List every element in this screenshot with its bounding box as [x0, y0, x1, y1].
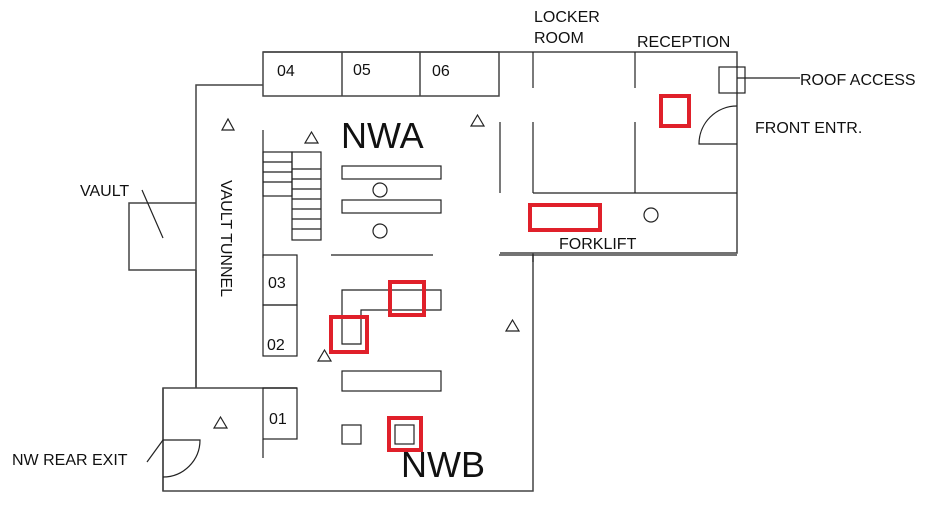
triangle-markers	[212, 113, 521, 429]
reception-label: RECEPTION	[637, 34, 730, 51]
zone-nwb-label: NWB	[401, 444, 485, 485]
rear-exit-label: NW REAR EXIT	[12, 452, 128, 469]
highlights	[329, 94, 691, 452]
labels: 04 05 06 03 02 01 NWA NWB LOCKER ROOM RE…	[12, 9, 916, 485]
roof-access-hatch	[718, 66, 746, 94]
vault-tunnel-label: VAULT TUNNEL	[217, 180, 234, 297]
zone-nwa-label: NWA	[341, 115, 424, 156]
front-entrance-label: FRONT ENTR.	[755, 120, 862, 137]
triangle-icon	[316, 348, 333, 362]
walls	[128, 51, 800, 492]
triangle-icon	[504, 318, 521, 332]
locker-room-label-2: ROOM	[534, 30, 584, 47]
forklift-label: FORKLIFT	[559, 236, 637, 253]
room-05-label: 05	[353, 62, 371, 79]
highlight-reception[interactable]	[659, 94, 691, 128]
room-02-label: 02	[267, 337, 285, 354]
room-01-label: 01	[269, 411, 287, 428]
vault-label: VAULT	[80, 183, 129, 200]
room-strip-04-06	[262, 51, 500, 97]
triangle-icon	[469, 113, 486, 127]
triangle-icon	[303, 130, 320, 144]
room-04-label: 04	[277, 63, 295, 80]
highlight-rack-a[interactable]	[388, 280, 426, 317]
roof-access-label: ROOF ACCESS	[800, 72, 916, 89]
rear-exit-door	[162, 439, 201, 478]
fixtures	[341, 165, 659, 445]
highlight-nwb-box[interactable]	[387, 416, 423, 452]
locker-room-label-1: LOCKER	[534, 9, 600, 26]
room-06-label: 06	[432, 63, 450, 80]
room-03-label: 03	[268, 275, 286, 292]
triangle-icon	[212, 415, 229, 429]
front-entrance-door	[698, 105, 738, 145]
highlight-forklift[interactable]	[528, 203, 602, 232]
highlight-rack-b[interactable]	[329, 315, 369, 354]
triangle-icon	[220, 117, 236, 131]
